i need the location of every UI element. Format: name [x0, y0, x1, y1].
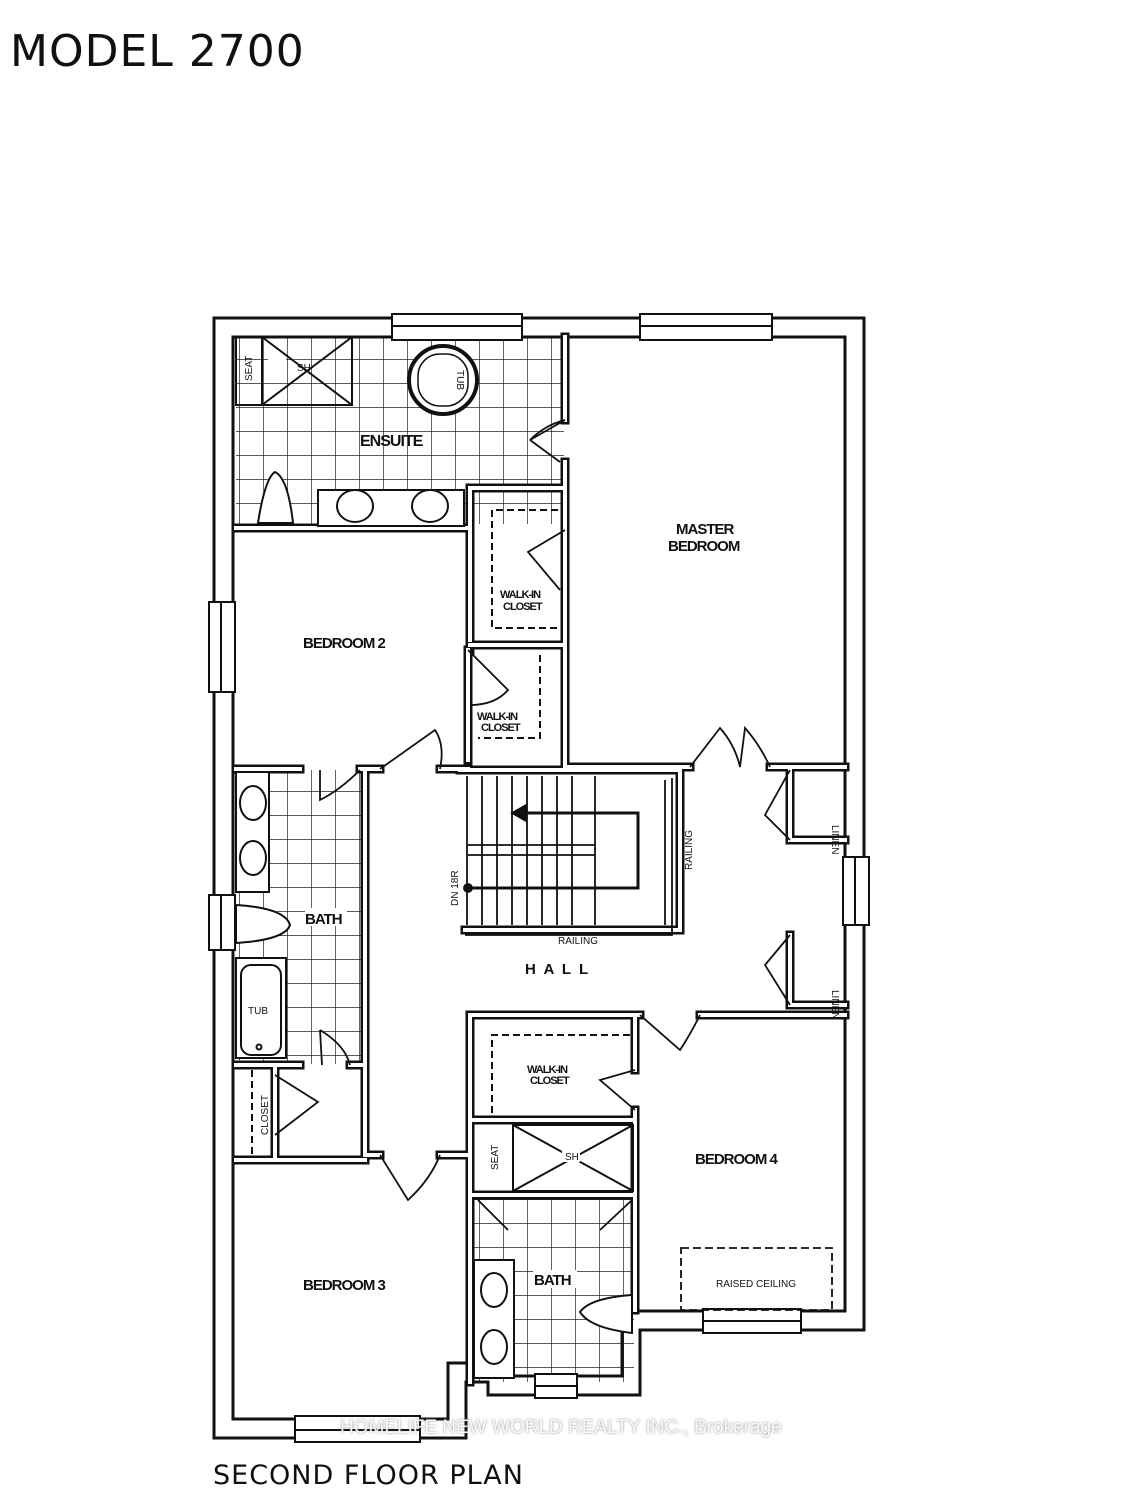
room-label-bath2: BATH [534, 1272, 571, 1289]
room-label-master-2: BEDROOM [668, 538, 740, 555]
wic-label-1a: WALK-IN [500, 589, 541, 601]
ensuite-shower [235, 336, 353, 406]
tub-label-bath: TUB [248, 1006, 268, 1017]
raised-ceiling-label: RAISED CEILING [716, 1279, 796, 1290]
windows [208, 313, 870, 1443]
wic-label-3a: WALK-IN [527, 1064, 568, 1076]
bath-fixtures [235, 771, 292, 1059]
ensuite-vanity [256, 470, 465, 527]
wic-label-2a: WALK-IN [477, 711, 518, 723]
room-label-bedroom3: BEDROOM 3 [303, 1277, 386, 1294]
room-label-master-1: MASTER [676, 521, 735, 538]
stair-label: DN 18R [450, 870, 461, 906]
interior-walls [231, 332, 850, 1387]
shower-label: SH [297, 363, 311, 374]
raised-ceiling-outline [680, 1247, 833, 1311]
bath2-fixtures [473, 1259, 633, 1379]
closet-label: CLOSET [260, 1095, 271, 1135]
room-label-ensuite: ENSUITE [360, 433, 424, 450]
wic-label-2b: CLOSET [481, 722, 521, 734]
watermark: HOMELIFE NEW WORLD REALTY INC., Brokerag… [340, 1417, 782, 1438]
room-label-bath: BATH [305, 911, 342, 928]
seat-label-2: SEAT [490, 1145, 501, 1170]
closet-shelves [251, 509, 630, 1155]
wic-label-1b: CLOSET [503, 601, 543, 613]
linen-label-1: LINEN [829, 825, 840, 854]
model-title: MODEL 2700 [10, 26, 305, 77]
linen-label-2: LINEN [829, 990, 840, 1019]
wic-label-3b: CLOSET [530, 1075, 570, 1087]
bathtub [407, 344, 479, 416]
seat-label: SEAT [244, 356, 255, 381]
railing-label-vertical: RAILING [684, 830, 695, 870]
room-label-bedroom2: BEDROOM 2 [303, 635, 386, 652]
room-label-hall: H A L L [525, 961, 590, 978]
tub-label: TUB [454, 370, 465, 390]
staircase [463, 776, 673, 936]
railing-label: RAILING [558, 936, 598, 947]
room-label-bedroom4: BEDROOM 4 [695, 1151, 779, 1168]
shower-label-2: SH [565, 1152, 579, 1163]
doors [274, 419, 791, 1231]
plan-title: SECOND FLOOR PLAN [213, 1460, 524, 1491]
